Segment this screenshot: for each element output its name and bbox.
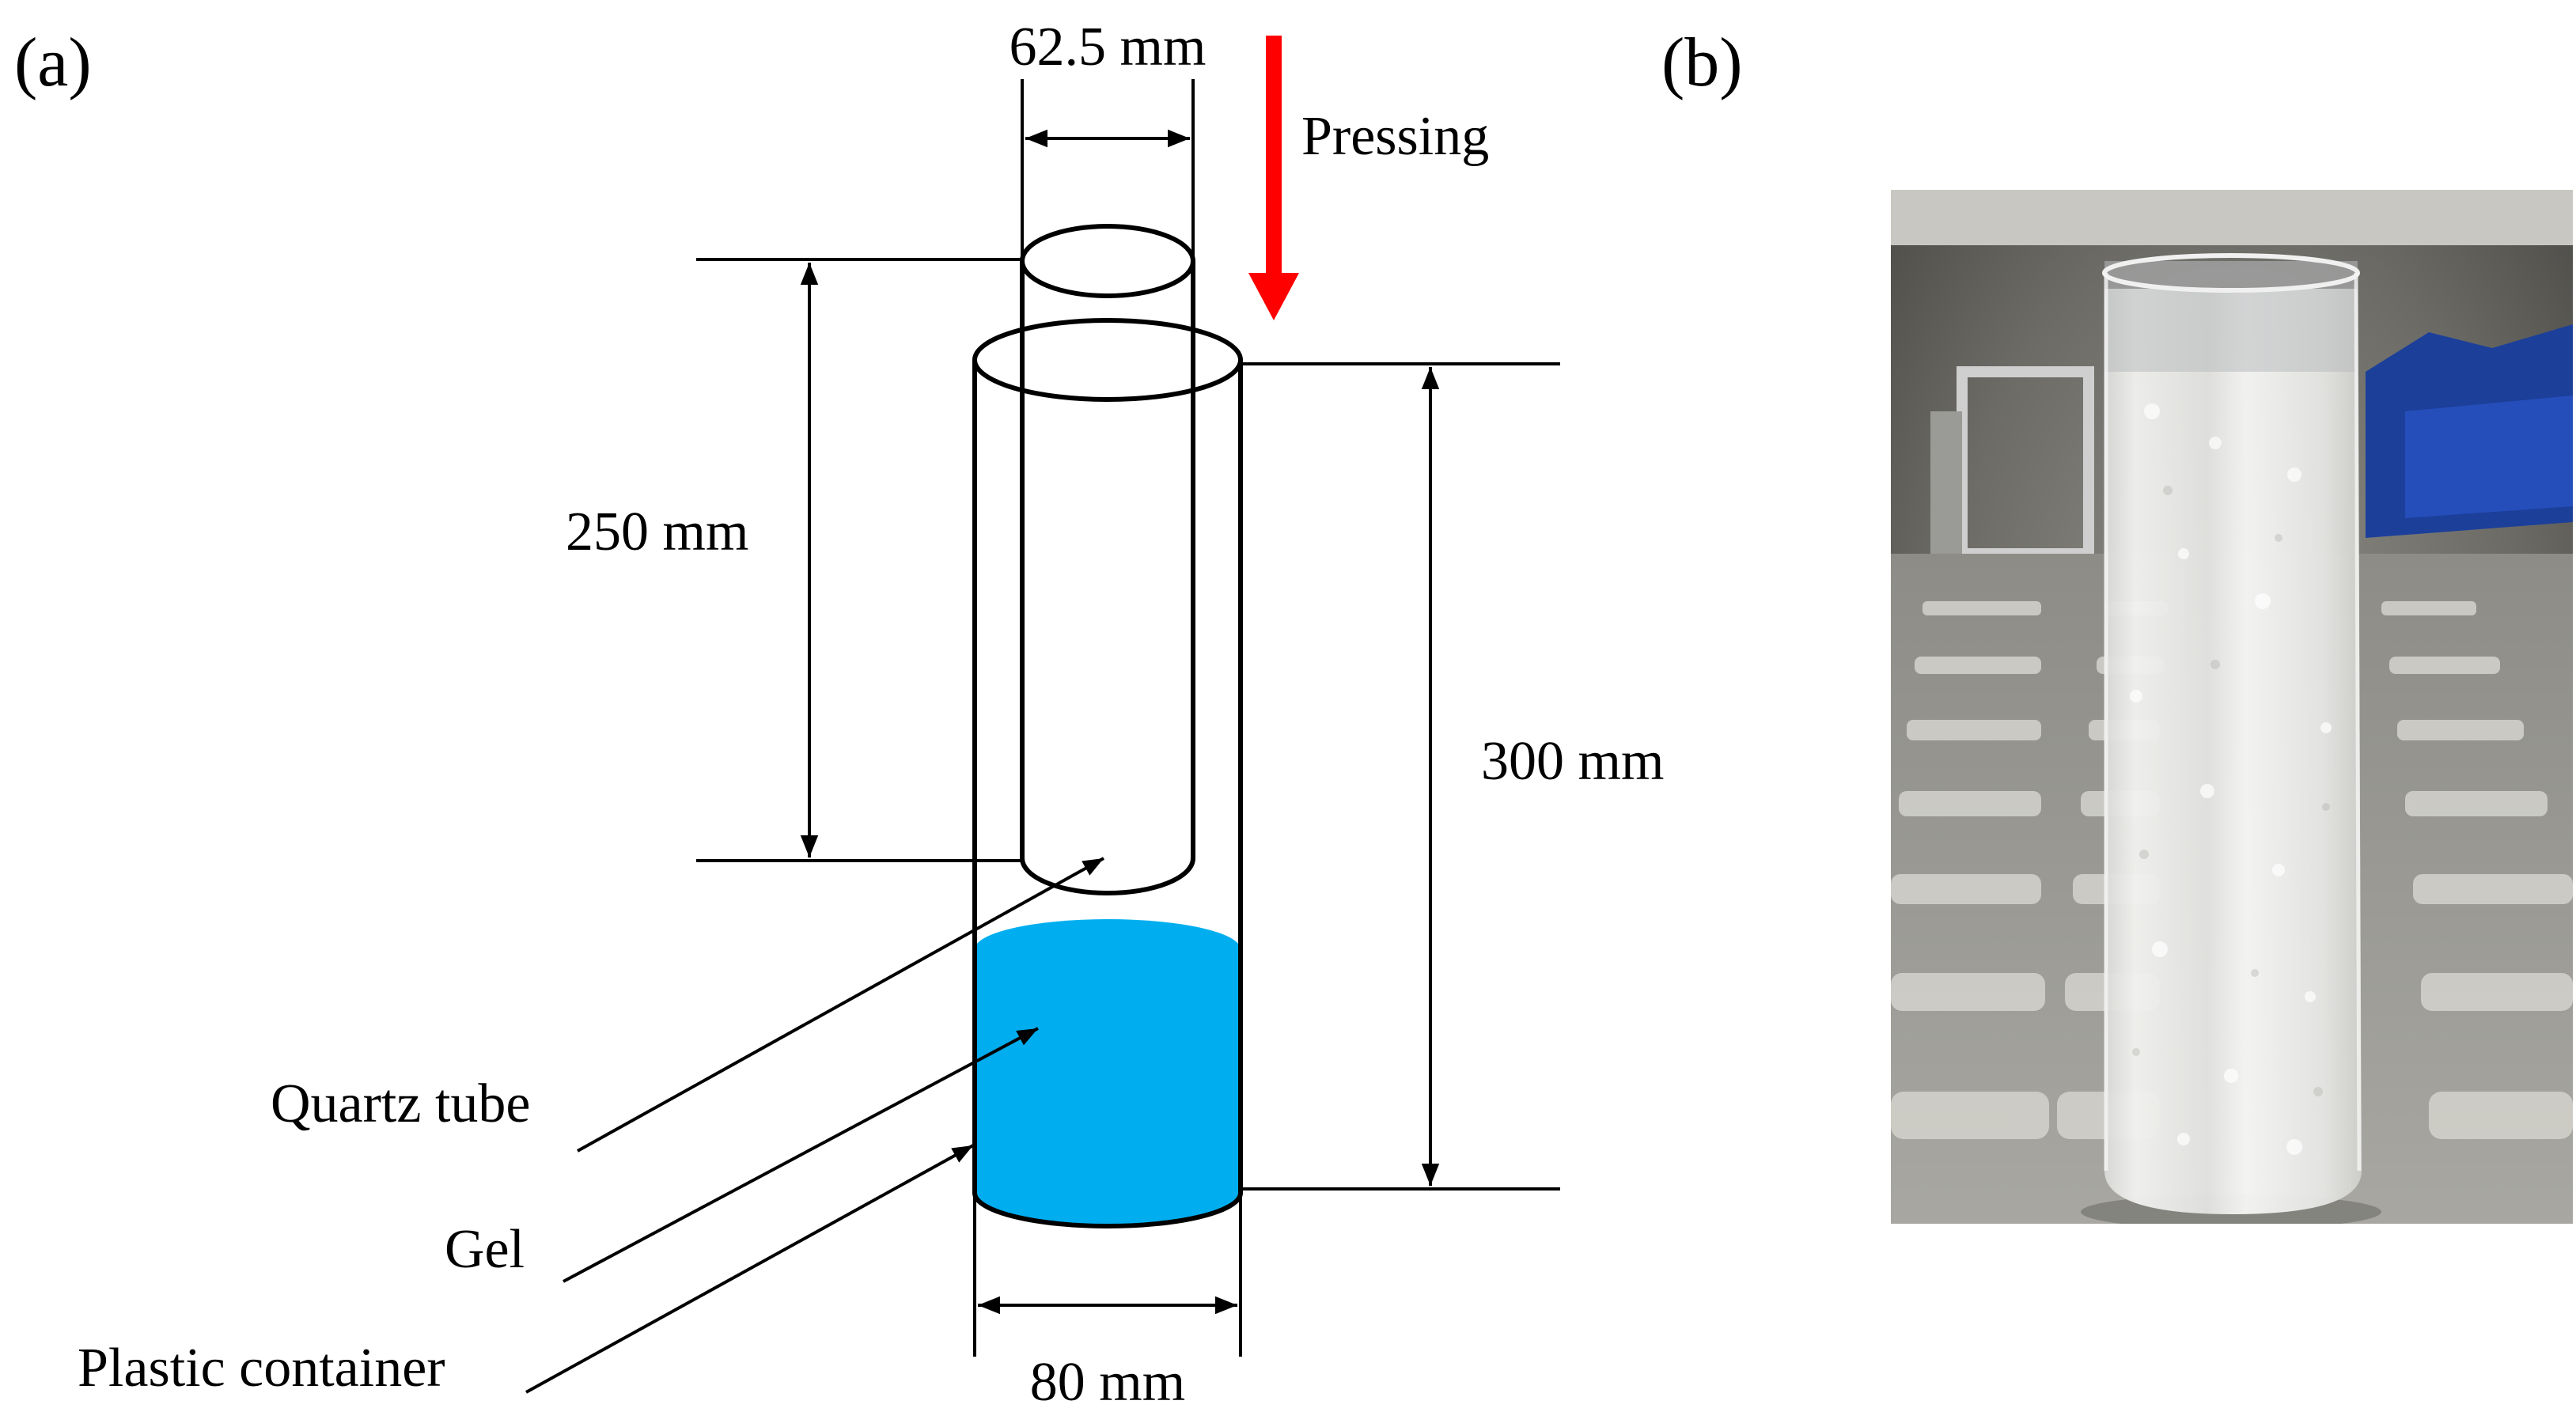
label-quartz-tube: Quartz tube <box>271 1073 530 1134</box>
label-gel: Gel <box>445 1219 525 1280</box>
gel-fill <box>975 919 1241 1226</box>
dimension-container-diameter <box>973 1194 1242 1357</box>
dimension-container-height <box>1241 362 1560 1191</box>
photo-quartz-tube <box>1891 190 2573 1224</box>
panel-label-b: (b) <box>1661 25 1743 101</box>
leader-plastic-container <box>525 1144 974 1394</box>
label-quartz-diameter: 62.5 mm <box>1010 17 1207 78</box>
label-container-diameter: 80 mm <box>1030 1352 1185 1412</box>
quartz-tube <box>1020 224 1195 895</box>
label-plastic-container: Plastic container <box>78 1338 445 1399</box>
dimension-quartz-height <box>696 258 1022 862</box>
leader-lines <box>525 857 1104 1394</box>
label-container-height: 300 mm <box>1481 731 1664 792</box>
panel-label-a: (a) <box>14 25 92 101</box>
plastic-container <box>972 318 1243 1228</box>
pressing-arrow <box>1248 36 1299 320</box>
schematic <box>972 224 1243 1228</box>
leader-quartz-tube <box>577 857 1104 1153</box>
label-pressing: Pressing <box>1301 106 1489 167</box>
dimension-quartz-diameter <box>1021 79 1195 261</box>
leader-gel <box>563 1027 1039 1283</box>
label-quartz-height: 250 mm <box>566 502 748 562</box>
